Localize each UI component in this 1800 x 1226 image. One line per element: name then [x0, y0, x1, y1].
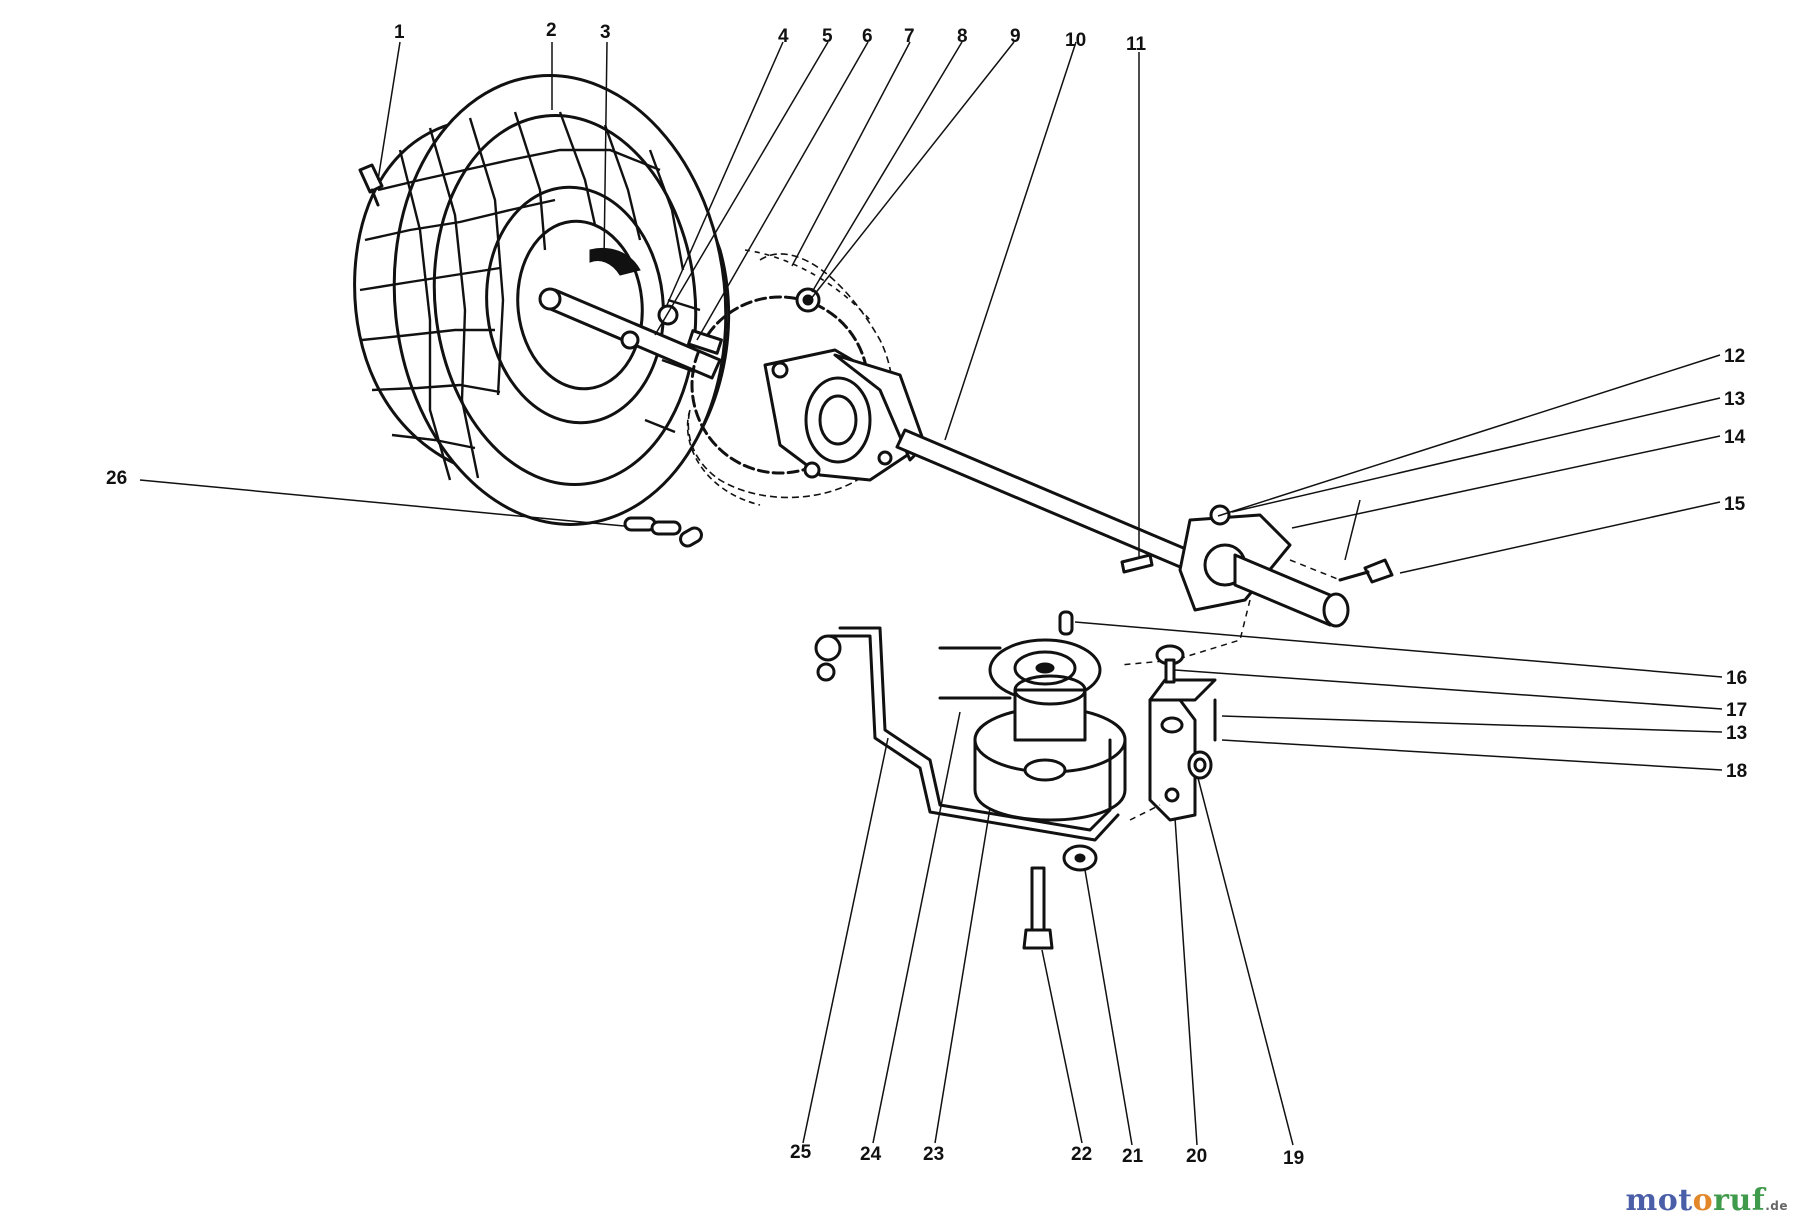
leader-lines: [139, 41, 1723, 1146]
long-axle: [895, 428, 1202, 574]
callout-2: 2: [546, 20, 557, 41]
callout-10: 10: [1065, 30, 1086, 51]
callout-22: 22: [1071, 1144, 1092, 1165]
callout-11: 11: [1126, 34, 1147, 55]
callout-23: 23: [923, 1144, 944, 1165]
callout-13: 13: [1724, 389, 1745, 410]
callout-5: 5: [822, 26, 833, 47]
watermark-part-3: ruf: [1713, 1183, 1766, 1218]
tire-tread: [359, 111, 701, 481]
callout-6: 6: [862, 26, 873, 47]
callout-15: 15: [1724, 494, 1746, 515]
gearbox-housing: [687, 287, 927, 482]
callout-19: 19: [1283, 1148, 1304, 1169]
callout-4: 4: [778, 26, 789, 47]
roll-pin: [1120, 553, 1154, 574]
callout-25: 25: [790, 1142, 812, 1163]
callout-17: 17: [1726, 700, 1747, 721]
callout-3: 3: [600, 22, 611, 43]
callout-14: 14: [1724, 427, 1746, 448]
callout-21: 21: [1122, 1146, 1144, 1167]
callout-13-b: 13: [1726, 723, 1747, 744]
callout-1: 1: [394, 22, 405, 43]
callout-20: 20: [1186, 1146, 1207, 1167]
idler-pulley-assembly: [814, 610, 1217, 950]
callout-26: 26: [106, 468, 127, 489]
callout-7: 7: [904, 26, 915, 47]
site-watermark: motoruf.de: [1626, 1186, 1788, 1216]
callout-9: 9: [1010, 26, 1021, 47]
callout-16: 16: [1726, 668, 1747, 689]
master-link: [623, 516, 703, 548]
bearing-flange: [1119, 499, 1394, 666]
callout-18: 18: [1726, 761, 1747, 782]
watermark-part-2: o: [1692, 1183, 1714, 1218]
wheel-assembly: [353, 74, 731, 526]
callout-12: 12: [1724, 346, 1745, 367]
callout-8: 8: [957, 26, 968, 47]
callout-labels: 1 2 3 4 5 6 7 8 9 10 11 12 13 14 15 16 1…: [106, 20, 1747, 1169]
watermark-suffix: .de: [1765, 1199, 1788, 1213]
callout-24: 24: [860, 1144, 882, 1165]
watermark-part-1: mot: [1625, 1183, 1693, 1218]
